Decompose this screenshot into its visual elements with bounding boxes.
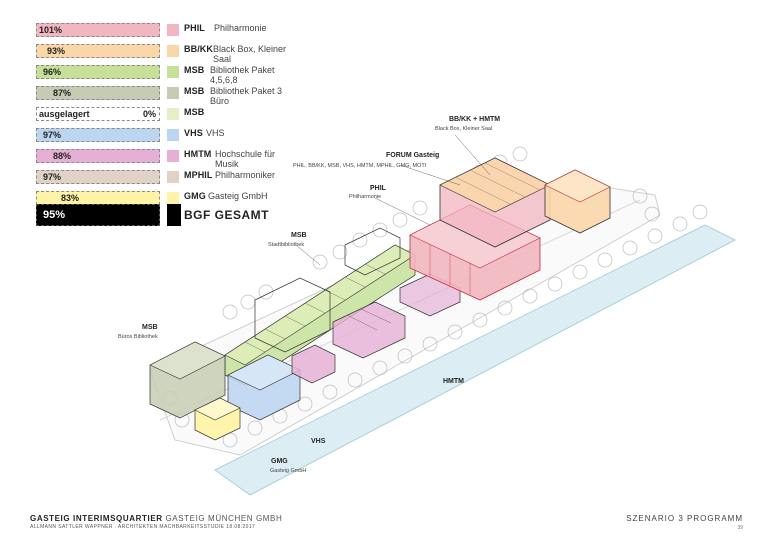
legend-code: GMG (184, 191, 206, 201)
footer-section: SZENARIO 3 PROGRAMM (626, 514, 743, 523)
legend-bar: 96% (36, 65, 160, 79)
legend-swatch (167, 45, 179, 57)
legend-code: BB/KK (184, 44, 213, 54)
legend-description: Philharmoniker (215, 170, 276, 180)
legend-swatch (167, 87, 179, 99)
legend-description: Bibliothek Paket 3 Büro (210, 86, 283, 106)
legend-swatch (167, 66, 179, 78)
footer-title-bold: GASTEIG INTERIMSQUARTIER (30, 514, 163, 523)
label-msb-buero-sub: Büros Bibliothek (118, 334, 158, 340)
legend-bar: 97% (36, 128, 160, 142)
legend-code: HMTM (184, 149, 212, 159)
legend-percent: 87% (53, 88, 72, 98)
label-phil: PHIL (370, 185, 386, 192)
legend-swatch (167, 192, 179, 204)
legend-swatch-total (167, 204, 181, 226)
label-bbkk-hmtm: BB/KK + HMTM (449, 116, 501, 123)
label-msb-stadt: MSB (291, 232, 307, 239)
label-bbkk-hmtm-sub: Black Box, Kleiner Saal (435, 126, 493, 132)
label-vhs: VHS (311, 438, 326, 445)
label-forum: FORUM Gasteig (386, 152, 440, 159)
legend-code-total: BGF GESAMT (184, 208, 269, 222)
label-gmg: GMG (271, 458, 288, 465)
legend-description: Black Box, Kleiner Saal (213, 44, 287, 64)
legend-row-hmtm: 88% HMTM Hochschule für Musik (36, 148, 296, 169)
legend-code: MSB (184, 107, 205, 117)
legend-percent: 97% (43, 130, 62, 140)
legend-row-msb-ausgelagert: ausgelagert 0% MSB (36, 106, 296, 122)
legend-swatch (167, 129, 179, 141)
page-number: 39 (737, 525, 743, 531)
legend-percent: 83% (61, 193, 80, 203)
bbkk-roof (544, 169, 611, 203)
legend-code: VHS (184, 128, 203, 138)
label-gmg-sub: Gasteig GmbH (270, 468, 307, 474)
legend-code: PHIL (184, 23, 205, 33)
footer-title-light: GASTEIG MÜNCHEN GMBH (165, 514, 283, 523)
legend-row-gmg: 83% GMG Gasteig GmbH (36, 190, 296, 206)
legend-row-total: 95% BGF GESAMT (36, 203, 296, 227)
outline-building-b (344, 227, 401, 276)
legend-row-bbkk: 93% BB/KK Black Box, Kleiner Saal (36, 43, 296, 64)
legend-row-mphil: 97% MPHIL Philharmoniker (36, 169, 296, 185)
legend-row-vhs: 97% VHS VHS (36, 127, 296, 143)
legend-row-phil: 101% PHIL Philharmonie (36, 22, 296, 38)
legend-bar: 93% (36, 44, 160, 58)
legend-swatch (167, 108, 179, 120)
label-msb-buero: MSB (142, 324, 158, 331)
legend-swatch (167, 171, 179, 183)
label-hmtm: HMTM (443, 378, 464, 385)
legend-swatch (167, 150, 179, 162)
legend-description: VHS (206, 128, 225, 138)
legend-swatch (167, 24, 179, 36)
legend-percent: 88% (53, 151, 72, 161)
footer-title: GASTEIG INTERIMSQUARTIER GASTEIG MÜNCHEN… (30, 514, 282, 523)
legend-percent-total: 95% (43, 209, 66, 221)
legend-code: MPHIL (184, 170, 213, 180)
legend-description: Gasteig GmbH (208, 191, 268, 201)
hmtm-building-mid (332, 301, 406, 359)
legend-description: Hochschule für Musik (215, 149, 276, 169)
footer-subtitle: ALLMANN SATTLER WAPPNER . ARCHITEKTEN MA… (30, 524, 256, 530)
legend-percent: 0% (142, 109, 156, 119)
label-phil-sub: Philharmonie (349, 194, 382, 200)
hmtm-building-small (291, 344, 336, 384)
legend-bar: 87% (36, 86, 160, 100)
legend-bar: 101% (36, 23, 160, 37)
legend-percent-left: ausgelagert (39, 109, 90, 119)
river (214, 224, 737, 496)
legend-bar-total: 95% (36, 204, 160, 226)
legend-row-msb-bibliothek: 96% MSB Bibliothek Paket 4,5,6,8 (36, 64, 296, 85)
legend-description: Bibliothek Paket 4,5,6,8 (210, 65, 275, 85)
msb-buero-roof (149, 341, 226, 380)
legend-code: MSB (184, 86, 205, 96)
legend-description: Philharmonie (214, 23, 267, 33)
legend-code: MSB (184, 65, 205, 75)
legend-bar: ausgelagert 0% (36, 107, 160, 121)
legend-percent: 97% (43, 172, 62, 182)
label-msb-stadt-sub: Stadtbibliothek (268, 242, 305, 248)
label-forum-sub: PHIL, BB/KK, MSB, VHS, HMTM, MPHIL, GMG,… (293, 163, 427, 169)
legend-row-msb-buero: 87% MSB Bibliothek Paket 3 Büro (36, 85, 296, 106)
outline-building-a (254, 277, 331, 353)
legend-bar: 88% (36, 149, 160, 163)
legend-percent: 93% (47, 46, 66, 56)
legend-percent: 96% (43, 67, 62, 77)
legend-bar: 97% (36, 170, 160, 184)
gmg-roof (194, 397, 241, 421)
legend-percent: 101% (39, 25, 63, 35)
